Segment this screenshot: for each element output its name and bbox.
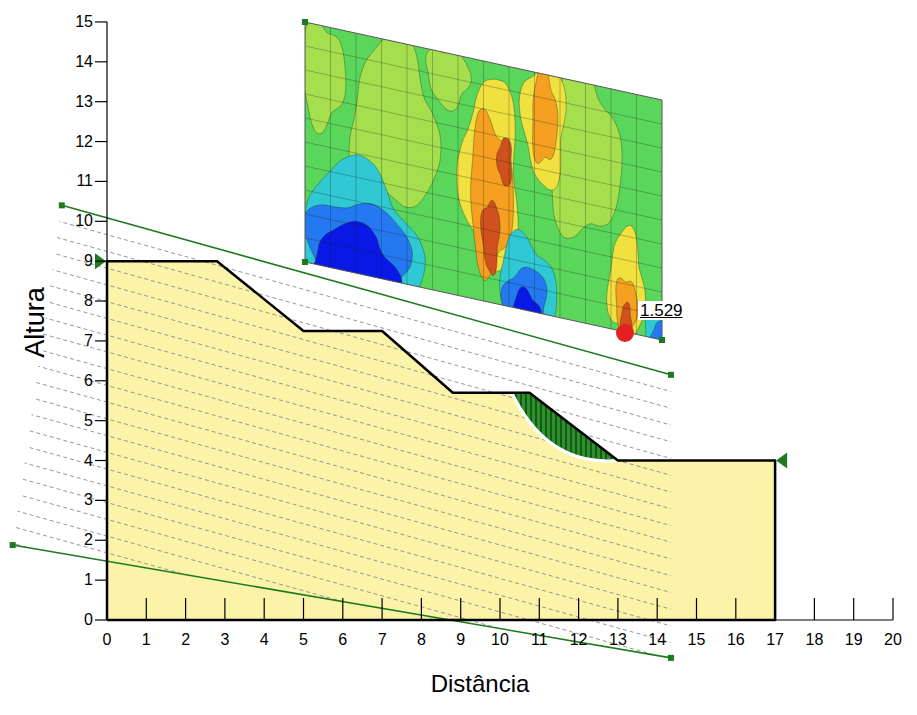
safety-contour [299, 16, 682, 374]
tick-label: 9 [84, 253, 93, 269]
grid-outline [305, 22, 662, 340]
tick-label: 4 [84, 453, 93, 469]
critical-center [616, 324, 634, 342]
tick-label: 10 [75, 213, 93, 229]
slip-surface [512, 393, 618, 461]
tick-label: 1 [142, 632, 151, 648]
tick-label: 0 [103, 632, 112, 648]
tick-label: 0 [84, 612, 93, 628]
slope-outline [107, 261, 775, 620]
axis-title: Altura [22, 287, 49, 358]
tick-label: 11 [531, 632, 548, 648]
tick-label: 15 [75, 14, 93, 30]
tick-label: 1 [84, 572, 93, 588]
tick-label: 15 [688, 632, 706, 648]
tick-label: 10 [491, 632, 509, 648]
safety-factor: 1.529 [638, 301, 685, 320]
tick-label: 3 [84, 492, 93, 508]
tick-label: 8 [84, 293, 93, 309]
tick-label: 5 [84, 413, 93, 429]
tick-label: 7 [84, 333, 93, 349]
boundary-marker [95, 253, 106, 269]
soil-body [107, 261, 775, 620]
tick-label: 2 [181, 632, 190, 648]
grid-corner [302, 19, 308, 25]
tick-label: 8 [417, 632, 426, 648]
tick-label: 18 [806, 632, 824, 648]
tick-label: 19 [845, 632, 863, 648]
tick-label: 4 [260, 632, 269, 648]
tick-label: 17 [766, 632, 784, 648]
tick-label: 13 [75, 94, 93, 110]
tick-label: 3 [220, 632, 229, 648]
tick-label: 12 [75, 134, 93, 150]
sliding-mass [512, 393, 618, 461]
tick-label: 14 [75, 54, 93, 70]
tick-label: 6 [338, 632, 347, 648]
tick-label: 16 [727, 632, 745, 648]
grid-corner [302, 259, 308, 265]
tick-label: 9 [456, 632, 465, 648]
tick-label: 12 [570, 632, 588, 648]
tick-label: 14 [648, 632, 666, 648]
tick-label: 13 [609, 632, 627, 648]
tick-label: 7 [378, 632, 387, 648]
tick-label: 20 [884, 632, 902, 648]
tick-label: 2 [84, 532, 93, 548]
tick-label: 11 [76, 173, 93, 189]
axes [95, 22, 893, 620]
tick-label: 6 [84, 373, 93, 389]
grid-corner [659, 337, 665, 343]
tick-label: 5 [299, 632, 308, 648]
boundary-marker [776, 453, 787, 469]
axis-title: Distância [431, 672, 530, 696]
